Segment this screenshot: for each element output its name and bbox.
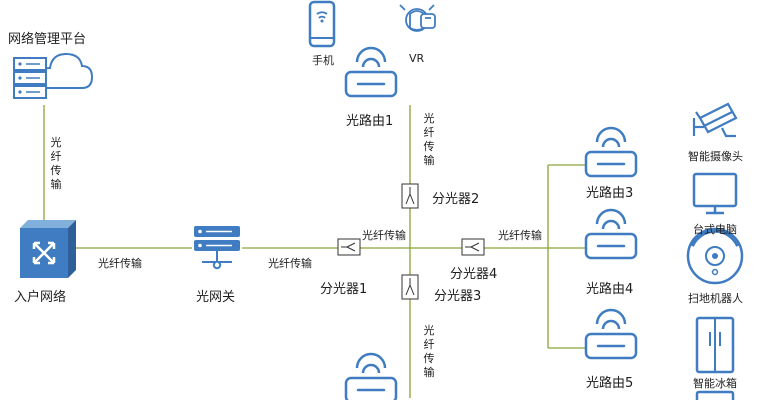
optical-gateway-icon: [194, 226, 240, 270]
robot-vacuum-icon: [686, 227, 744, 285]
vertical-char: 纤: [50, 150, 62, 163]
camera-label: 智能摄像头: [688, 150, 743, 163]
splitter-1-icon: [337, 238, 361, 256]
vertical-char: 输: [50, 178, 62, 191]
link-label-splitter1-splitter4: 光纤传输: [362, 229, 406, 242]
splitter-4-label: 分光器4: [450, 267, 498, 282]
splitter-2-icon: [401, 183, 419, 209]
entry-network-icon: [20, 220, 76, 278]
platform-label: 网络管理平台: [8, 32, 87, 47]
router-5-icon: [584, 308, 638, 360]
phone-label: 手机: [312, 54, 334, 67]
vertical-char: 纤: [423, 338, 435, 351]
fridge-label: 智能冰箱: [693, 377, 737, 390]
splitter-3-label: 分光器3: [434, 289, 482, 304]
link-label-ont-splitter1: 光纤传输: [268, 257, 312, 270]
desktop-pc-icon: [692, 172, 738, 215]
router-1-icon: [344, 46, 398, 98]
splitter-3-icon: [401, 274, 419, 300]
vertical-link-label-platform: 光 纤 传 输: [50, 136, 62, 192]
camera-icon: [692, 102, 738, 138]
vertical-char: 传: [423, 352, 435, 365]
optical-gateway-label: 光网关: [196, 290, 236, 305]
vertical-char: 光: [423, 324, 435, 337]
vertical-char: 输: [423, 366, 435, 379]
link-label-entry-ont: 光纤传输: [98, 257, 142, 270]
link-label-splitter4-bus: 光纤传输: [498, 229, 542, 242]
server-cloud-icon: [13, 52, 94, 99]
vertical-link-label-lower: 光 纤 传 输: [423, 324, 435, 380]
vertical-char: 光: [423, 112, 435, 125]
robot-vacuum-label: 扫地机器人: [688, 292, 743, 305]
partial-device-icon: [695, 390, 735, 400]
desktop-pc-label: 台式电脑: [693, 223, 737, 236]
vertical-char: 光: [50, 136, 62, 149]
vertical-char: 输: [423, 154, 435, 167]
phone-icon: [308, 0, 336, 48]
vertical-link-label-upper: 光 纤 传 输: [423, 112, 435, 168]
fridge-icon: [695, 316, 735, 374]
router-2-icon: [344, 352, 398, 400]
splitter-1-label: 分光器1: [320, 282, 368, 297]
splitter-2-label: 分光器2: [432, 192, 480, 207]
router-5-label: 光路由5: [586, 376, 634, 391]
router-1-label: 光路由1: [346, 114, 394, 129]
vr-label: VR: [409, 52, 425, 65]
entry-network-label: 入户网络: [14, 290, 67, 305]
router-3-icon: [584, 126, 638, 178]
router-4-label: 光路由4: [586, 282, 634, 297]
router-3-label: 光路由3: [586, 186, 634, 201]
splitter-4-icon: [461, 238, 485, 256]
connection-lines: [43, 105, 586, 398]
vertical-char: 纤: [423, 126, 435, 139]
vertical-char: 传: [50, 164, 62, 177]
router-4-icon: [584, 208, 638, 260]
vertical-char: 传: [423, 140, 435, 153]
vr-headset-icon: [399, 4, 436, 32]
